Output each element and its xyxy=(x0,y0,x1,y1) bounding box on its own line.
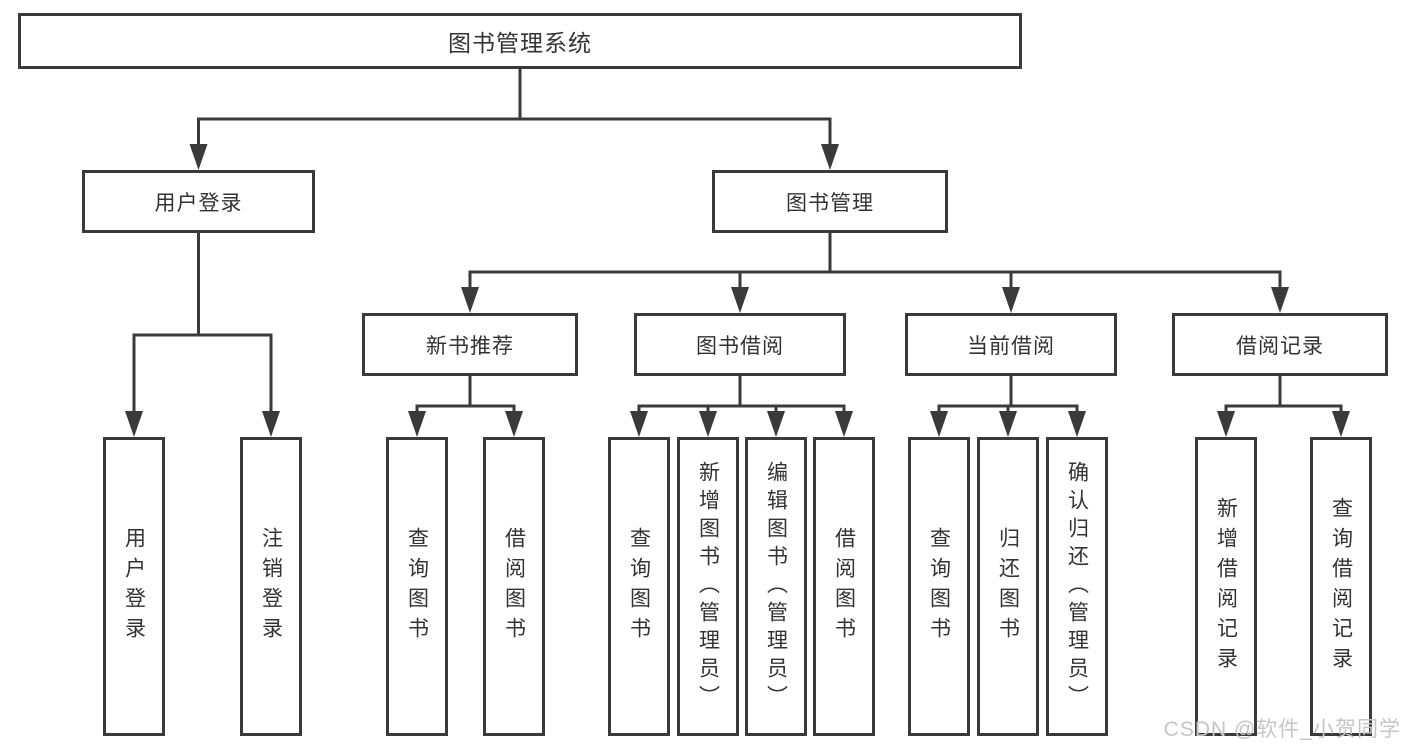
leaf-query-books-recommend: 查询图书 xyxy=(386,437,448,736)
arrowheads xyxy=(125,144,1350,437)
node-new-book-recommendation: 新书推荐 xyxy=(362,313,578,376)
node-book-management: 图书管理 xyxy=(712,170,948,233)
node-label: 注销登录 xyxy=(259,526,283,647)
node-label: 借阅图书 xyxy=(502,526,526,647)
node-label: 确认归还（管理员） xyxy=(1065,460,1089,713)
node-label: 查询借阅记录 xyxy=(1329,496,1353,677)
leaf-return-books: 归还图书 xyxy=(977,437,1039,736)
node-label: 借阅图书 xyxy=(832,526,856,647)
node-label: 查询图书 xyxy=(927,526,951,647)
leaf-user-login: 用户登录 xyxy=(103,437,165,736)
node-label: 新增图书（管理员） xyxy=(696,460,720,713)
leaf-add-borrow-record: 新增借阅记录 xyxy=(1195,437,1257,736)
node-user-login: 用户登录 xyxy=(82,170,315,233)
node-label: 归还图书 xyxy=(996,526,1020,647)
node-label: 编辑图书（管理员） xyxy=(764,460,788,713)
node-label: 图书管理系统 xyxy=(448,30,592,56)
leaf-edit-books-admin: 编辑图书（管理员） xyxy=(745,437,807,736)
leaf-confirm-return-admin: 确认归还（管理员） xyxy=(1046,437,1108,736)
node-label: 新增借阅记录 xyxy=(1214,496,1238,677)
node-borrowing-records: 借阅记录 xyxy=(1172,313,1388,376)
leaf-add-books-admin: 新增图书（管理员） xyxy=(677,437,739,736)
node-label: 图书管理 xyxy=(786,191,874,215)
leaf-query-books-current: 查询图书 xyxy=(908,437,970,736)
node-library-management-system: 图书管理系统 xyxy=(18,13,1022,69)
node-label: 借阅记录 xyxy=(1236,334,1324,358)
leaf-query-borrow-record: 查询借阅记录 xyxy=(1310,437,1372,736)
node-label: 用户登录 xyxy=(154,191,243,215)
node-label: 用户登录 xyxy=(122,526,146,647)
node-label: 查询图书 xyxy=(405,526,429,647)
watermark-text: CSDN @软件_小贺同学 xyxy=(1163,718,1401,741)
node-label: 新书推荐 xyxy=(426,334,514,358)
node-current-borrowing: 当前借阅 xyxy=(905,313,1117,376)
leaf-query-books-borrowing: 查询图书 xyxy=(608,437,670,736)
node-label: 查询图书 xyxy=(627,526,651,647)
leaf-borrow-books: 借阅图书 xyxy=(813,437,875,736)
leaf-borrow-books-recommend: 借阅图书 xyxy=(483,437,545,736)
leaf-logout: 注销登录 xyxy=(240,437,302,736)
node-label: 图书借阅 xyxy=(696,334,784,358)
node-label: 当前借阅 xyxy=(967,334,1055,358)
node-book-borrowing: 图书借阅 xyxy=(634,313,846,376)
